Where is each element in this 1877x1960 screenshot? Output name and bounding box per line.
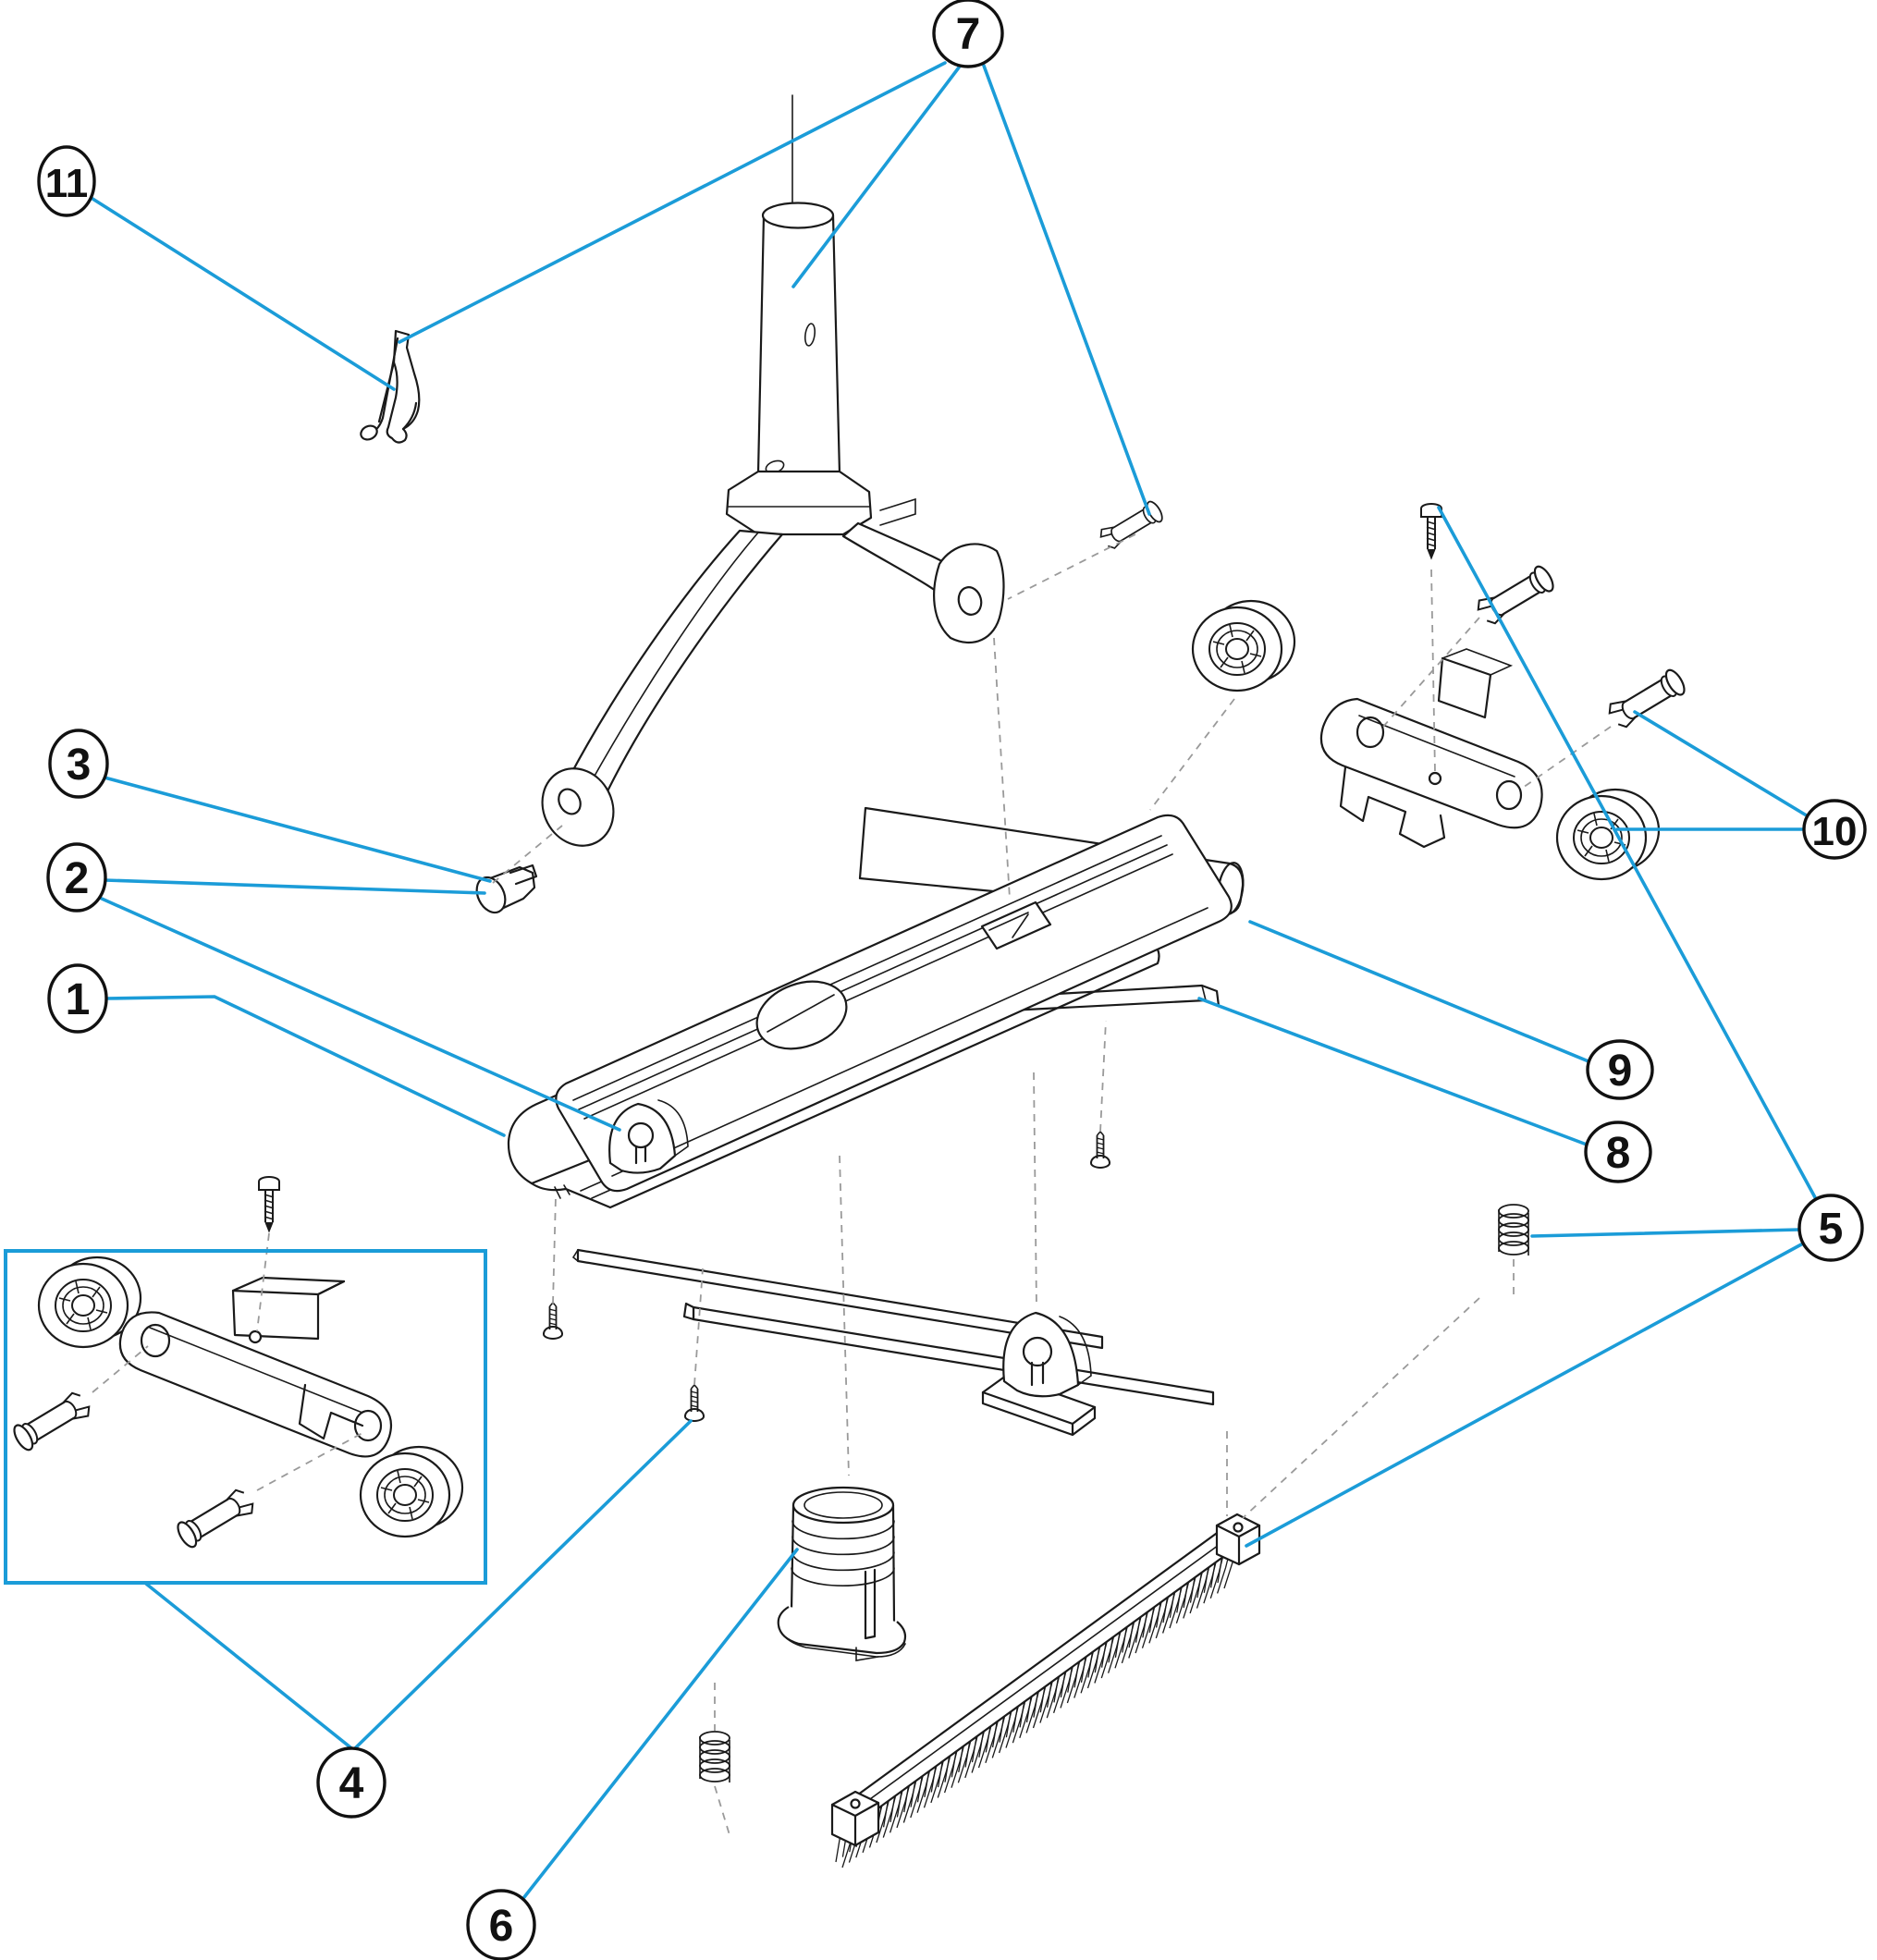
callout-label-7: 7 (956, 10, 981, 59)
lower-strip-a (571, 1248, 1104, 1350)
callout-7: 7 (932, 0, 1004, 68)
pivot-plug-pin (475, 864, 538, 914)
callout-label-2: 2 (65, 854, 90, 903)
callout-circle-1 (47, 963, 108, 1034)
callout-2: 2 (46, 842, 107, 913)
leader-line-5-1 (1437, 506, 1818, 1201)
main-body (507, 814, 1233, 1209)
leader-line-5-2 (1530, 1228, 1801, 1238)
spring-clip (360, 329, 421, 444)
callout-11: 11 (37, 145, 96, 217)
callout-6: 6 (466, 1889, 536, 1960)
callout-label-6: 6 (489, 1902, 514, 1951)
callout-circle-5 (1797, 1194, 1864, 1262)
body-screw-left (543, 1302, 563, 1340)
hose-adapter-cuff (777, 1486, 907, 1661)
leader-line-11-1 (88, 195, 396, 391)
brush-strip (830, 1513, 1261, 1868)
callout-circle-7 (932, 0, 1004, 68)
bracket-screw (258, 1176, 280, 1232)
callout-circle-6 (466, 1889, 536, 1960)
callout-label-3: 3 (67, 741, 92, 790)
leader-line-7-2 (791, 66, 961, 288)
callout-8: 8 (1584, 1121, 1652, 1183)
callout-label-8: 8 (1606, 1129, 1631, 1178)
leader-line-2-2 (100, 897, 621, 1132)
callout-1: 1 (47, 963, 108, 1034)
callout-9: 9 (1586, 1039, 1654, 1100)
leader-line-7-3 (982, 64, 1151, 516)
callout-5: 5 (1797, 1194, 1864, 1262)
callout-3: 3 (48, 729, 109, 799)
spring-right (1498, 1204, 1529, 1256)
callout-circle-10 (1802, 799, 1867, 860)
leader-line-2-1 (103, 878, 486, 895)
leader-line-1-1 (104, 995, 506, 1137)
right-roller-assembly (1191, 503, 1689, 881)
callout-label-4: 4 (339, 1759, 364, 1808)
handle-fork (541, 202, 1005, 847)
leader-line-4-1 (144, 1582, 352, 1749)
detail-box-assembly (9, 1256, 464, 1552)
detail-box-frame (4, 1249, 487, 1585)
leader-line-8-1 (1197, 997, 1589, 1146)
callout-circle-4 (316, 1746, 386, 1819)
callout-4: 4 (316, 1746, 386, 1819)
fork-fixing-pin (1097, 497, 1166, 553)
leader-line-3-1 (103, 776, 492, 883)
callout-label-10: 10 (1812, 809, 1858, 854)
callout-circle-11 (37, 145, 96, 217)
leader-line-9-1 (1248, 920, 1590, 1063)
callout-10: 10 (1802, 799, 1867, 860)
callout-label-1: 1 (66, 975, 91, 1024)
callout-circle-3 (48, 729, 109, 799)
callout-circle-8 (1584, 1121, 1652, 1183)
lock-pivot-bracket (981, 1311, 1097, 1437)
leader-line-5-3 (1245, 1242, 1805, 1548)
spring-left (699, 1731, 730, 1783)
callout-circle-9 (1586, 1039, 1654, 1100)
body-screw-mid (684, 1384, 705, 1422)
leader-line-6-1 (522, 1548, 799, 1899)
leader-line-4-2 (353, 1419, 693, 1750)
callout-circle-2 (46, 842, 107, 913)
callout-label-5: 5 (1819, 1205, 1844, 1254)
callout-label-11: 11 (45, 161, 89, 206)
leader-line-10-1 (1633, 710, 1811, 819)
leader-line-7-1 (398, 61, 947, 344)
callout-label-9: 9 (1608, 1047, 1633, 1096)
assembly-guide-lines (92, 533, 1612, 1839)
body-screw-right (1090, 1131, 1110, 1169)
